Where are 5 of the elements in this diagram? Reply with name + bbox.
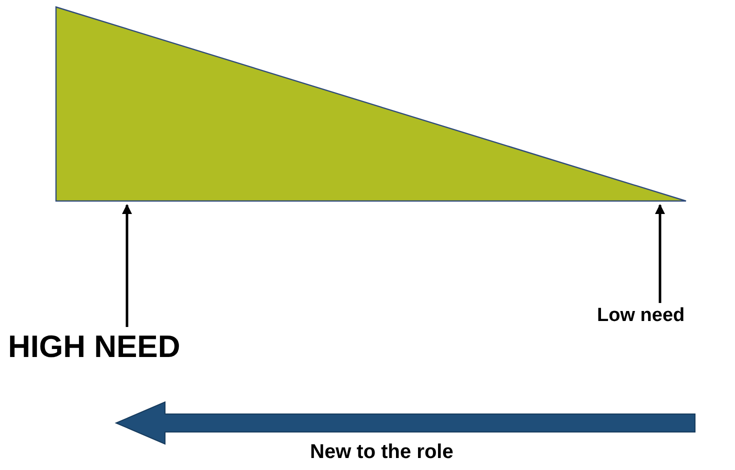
need-label: Low need (597, 306, 685, 327)
arrow (655, 204, 665, 303)
need-label: HIGH NEED (8, 330, 180, 364)
direction-label: New to the role (310, 441, 454, 463)
arrow (122, 204, 132, 327)
